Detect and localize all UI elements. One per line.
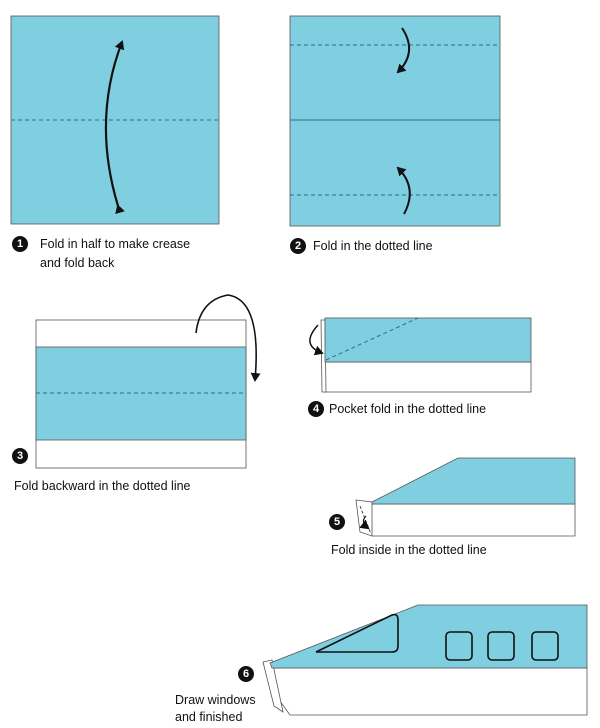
step-1-text-line2: and fold back: [40, 256, 115, 270]
step-3-number-badge: 3: [12, 448, 28, 464]
step-2-text: Fold in the dotted line: [313, 239, 433, 253]
step-2-arrow-top: [396, 27, 410, 74]
step-5-paper-bottom: [365, 503, 576, 537]
step-3-arrow: [195, 294, 261, 382]
step-2-paper: [289, 15, 501, 227]
step-4-number-badge: 4: [308, 401, 324, 417]
step-6-paper-bottom: [271, 667, 588, 716]
step-6-nose: [262, 659, 284, 713]
step-2-arrow-bottom: [396, 166, 411, 215]
step-5-number-badge: 5: [329, 514, 345, 530]
step-4-paper-top: [324, 317, 532, 363]
step-6-paper-top: [269, 604, 588, 669]
step-4-text: Pocket fold in the dotted line: [329, 402, 487, 416]
step-4-dotted-line: [325, 317, 419, 361]
step-6-window-3: [531, 631, 559, 661]
step-3-text: Fold backward in the dotted line: [14, 479, 191, 493]
step-1-text-line1: Fold in half to make crease: [40, 237, 191, 251]
step-6-figure: [262, 604, 588, 716]
step-4-paper-bottom: [324, 361, 532, 393]
step-6-number-badge: 6: [238, 666, 254, 682]
step-6-window-2: [487, 631, 515, 661]
step-1-arrow: [104, 40, 125, 215]
step-5-text: Fold inside in the dotted line: [331, 543, 487, 557]
step-4-figure: [309, 317, 532, 393]
step-5-arrow: [359, 515, 370, 530]
step-1-number-badge: 1: [12, 236, 28, 252]
step-6-text-line2: and finished: [175, 710, 243, 724]
step-2-number-badge: 2: [290, 238, 306, 254]
step-2-figure: [289, 15, 501, 227]
step-6-windshield: [315, 613, 399, 653]
step-1-figure: [10, 15, 220, 225]
step-3-figure: [35, 294, 261, 469]
step-4-arrow: [309, 324, 324, 356]
step-6-text-line1: Draw windows: [175, 693, 256, 707]
step-5-figure: [355, 457, 576, 537]
step-5-paper-top: [371, 457, 576, 505]
step-6-window-1: [445, 631, 473, 661]
